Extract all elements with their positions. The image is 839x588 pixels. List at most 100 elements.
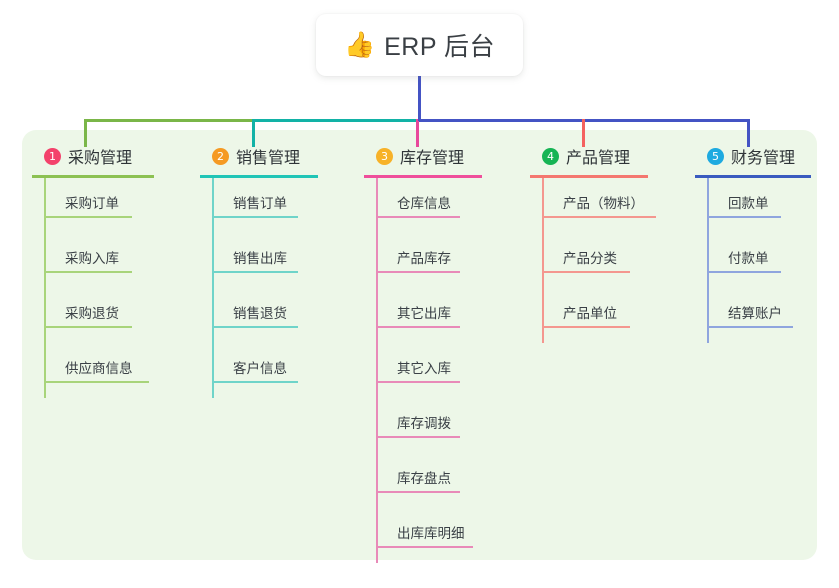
branch-column-4: 4 产品管理产品（物料） 产品分类产品单位 <box>530 144 656 343</box>
branch-item[interactable]: 产品分类 <box>530 233 648 288</box>
branch-underline <box>695 175 811 178</box>
branch-item-underline <box>212 381 298 383</box>
branch-item[interactable]: 仓库信息 <box>364 178 482 233</box>
branch-column-1: 1 采购管理采购订单采购入库采购退货供应商信息 <box>32 144 154 398</box>
branch-underline <box>530 175 648 178</box>
branch-item-label: 采购入库 <box>65 251 119 266</box>
branch-item-underline <box>542 326 630 328</box>
branch-item-underline <box>44 381 149 383</box>
branch-item-underline <box>376 381 460 383</box>
branch-header-1[interactable]: 1 采购管理 <box>32 144 154 168</box>
branch-spine <box>542 178 544 343</box>
branch-item-label: 供应商信息 <box>65 361 133 376</box>
branch-item-underline <box>376 491 460 493</box>
branch-title-label: 产品管理 <box>566 150 631 167</box>
branch-item[interactable]: 供应商信息 <box>32 343 154 398</box>
branch-item-list: 采购订单采购入库采购退货供应商信息 <box>32 178 154 398</box>
branch-item-label: 其它入库 <box>397 361 451 376</box>
branch-item[interactable]: 产品库存 <box>364 233 482 288</box>
bus-drop-1 <box>84 119 87 147</box>
branch-item-underline <box>376 216 460 218</box>
branch-item-underline <box>376 271 460 273</box>
branch-item-underline <box>376 546 473 548</box>
branch-item-list: 销售订单销售出库销售退货客户信息 <box>200 178 318 398</box>
branch-item[interactable]: 采购订单 <box>32 178 154 233</box>
branch-item-label: 付款单 <box>728 251 769 266</box>
branch-index-badge: 5 <box>707 147 724 165</box>
branch-item-label: 库存盘点 <box>397 471 451 486</box>
branch-spine <box>707 178 709 343</box>
branch-item-underline <box>707 216 781 218</box>
bus-drop-3 <box>416 119 419 147</box>
branch-item[interactable]: 结算账户 <box>695 288 811 343</box>
branch-index-badge: 1 <box>44 147 61 165</box>
branch-item-underline <box>44 271 132 273</box>
branch-item[interactable]: 其它出库 <box>364 288 482 343</box>
branch-item-label: 回款单 <box>728 196 769 211</box>
branch-item-label: 采购订单 <box>65 196 119 211</box>
diagram-panel <box>22 130 817 560</box>
root-connector-stem <box>418 76 421 121</box>
branch-item-label: 产品库存 <box>397 251 451 266</box>
branch-item[interactable]: 采购入库 <box>32 233 154 288</box>
bus-drop-2 <box>252 119 255 147</box>
branch-item-label: 库存调拨 <box>397 416 451 431</box>
branch-item-underline <box>212 326 298 328</box>
branch-title-label: 销售管理 <box>236 150 301 167</box>
branch-item-underline <box>707 326 793 328</box>
branch-item-label: 结算账户 <box>728 306 782 321</box>
branch-item-label: 仓库信息 <box>397 196 451 211</box>
branch-item[interactable]: 付款单 <box>695 233 811 288</box>
branch-item-label: 销售出库 <box>233 251 287 266</box>
branch-item-label: 采购退货 <box>65 306 119 321</box>
branch-item-list: 回款单付款单结算账户 <box>695 178 811 343</box>
branch-item-underline <box>44 216 132 218</box>
branch-item-list: 仓库信息产品库存其它出库其它入库库存调拨库存盘点出库库明细 <box>364 178 482 563</box>
branch-item[interactable]: 其它入库 <box>364 343 482 398</box>
bus-segment-2 <box>252 119 419 122</box>
branch-spine <box>44 178 46 398</box>
branch-item-underline <box>376 326 460 328</box>
branch-item[interactable]: 销售出库 <box>200 233 318 288</box>
branch-item[interactable]: 回款单 <box>695 178 811 233</box>
branch-spine <box>376 178 378 563</box>
branch-item[interactable]: 客户信息 <box>200 343 318 398</box>
bus-drop-4 <box>582 119 585 147</box>
branch-title-label: 采购管理 <box>68 150 133 167</box>
bus-drop-5 <box>747 119 750 147</box>
branch-item-label: 产品分类 <box>563 251 617 266</box>
branch-item-label: 销售订单 <box>233 196 287 211</box>
branch-item[interactable]: 产品单位 <box>530 288 648 343</box>
branch-item-underline <box>212 271 298 273</box>
branch-item-underline <box>44 326 132 328</box>
branch-underline <box>32 175 154 178</box>
branch-item-list: 产品（物料） 产品分类产品单位 <box>530 178 656 343</box>
branch-item-underline <box>542 216 656 218</box>
branch-item[interactable]: 销售退货 <box>200 288 318 343</box>
branch-item-label: 其它出库 <box>397 306 451 321</box>
branch-item[interactable]: 采购退货 <box>32 288 154 343</box>
branch-index-badge: 3 <box>376 147 393 165</box>
branch-item[interactable]: 出库库明细 <box>364 508 482 563</box>
branch-underline <box>200 175 318 178</box>
branch-item-label: 产品（物料） <box>563 196 644 211</box>
branch-item[interactable]: 库存调拨 <box>364 398 482 453</box>
branch-index-badge: 4 <box>542 147 559 165</box>
branch-item-label: 产品单位 <box>563 306 617 321</box>
branch-underline <box>364 175 482 178</box>
branch-item[interactable]: 销售订单 <box>200 178 318 233</box>
branch-item-underline <box>542 271 630 273</box>
branch-item[interactable]: 产品（物料） <box>530 178 656 233</box>
thumbs-up-icon: 👍 <box>343 30 376 59</box>
branch-item[interactable]: 库存盘点 <box>364 453 482 508</box>
root-node-label: ERP 后台 <box>384 33 496 61</box>
root-node-erp-backend[interactable]: 👍 ERP 后台 <box>316 14 523 76</box>
branch-header-4[interactable]: 4 产品管理 <box>530 144 648 168</box>
